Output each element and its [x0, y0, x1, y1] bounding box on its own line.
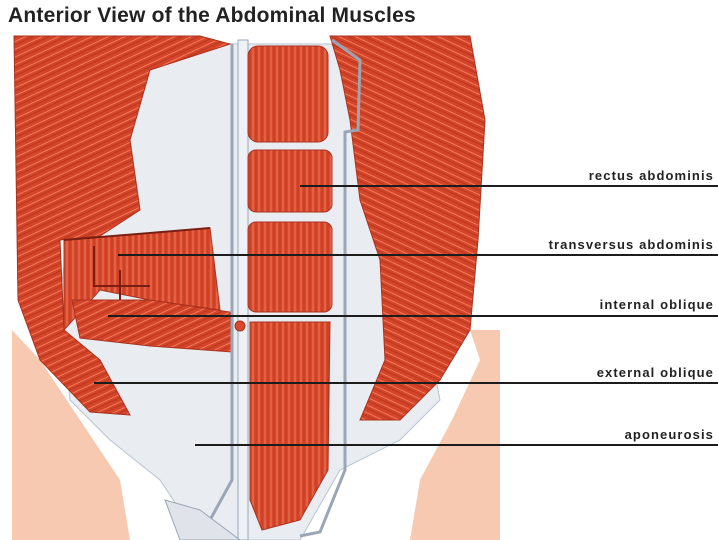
label-internal-oblique: internal oblique — [600, 297, 714, 312]
label-rectus-abdominis: rectus abdominis — [589, 168, 714, 183]
rectus-left-seg-2 — [248, 150, 332, 212]
label-external-oblique: external oblique — [597, 365, 714, 380]
label-transversus-abdominis: transversus abdominis — [549, 237, 714, 252]
linea-alba — [238, 40, 248, 540]
label-aponeurosis: aponeurosis — [625, 427, 714, 442]
rectus-left-seg-3 — [248, 222, 332, 312]
umbilicus — [235, 321, 245, 331]
rectus-left-seg-1 — [248, 46, 328, 142]
